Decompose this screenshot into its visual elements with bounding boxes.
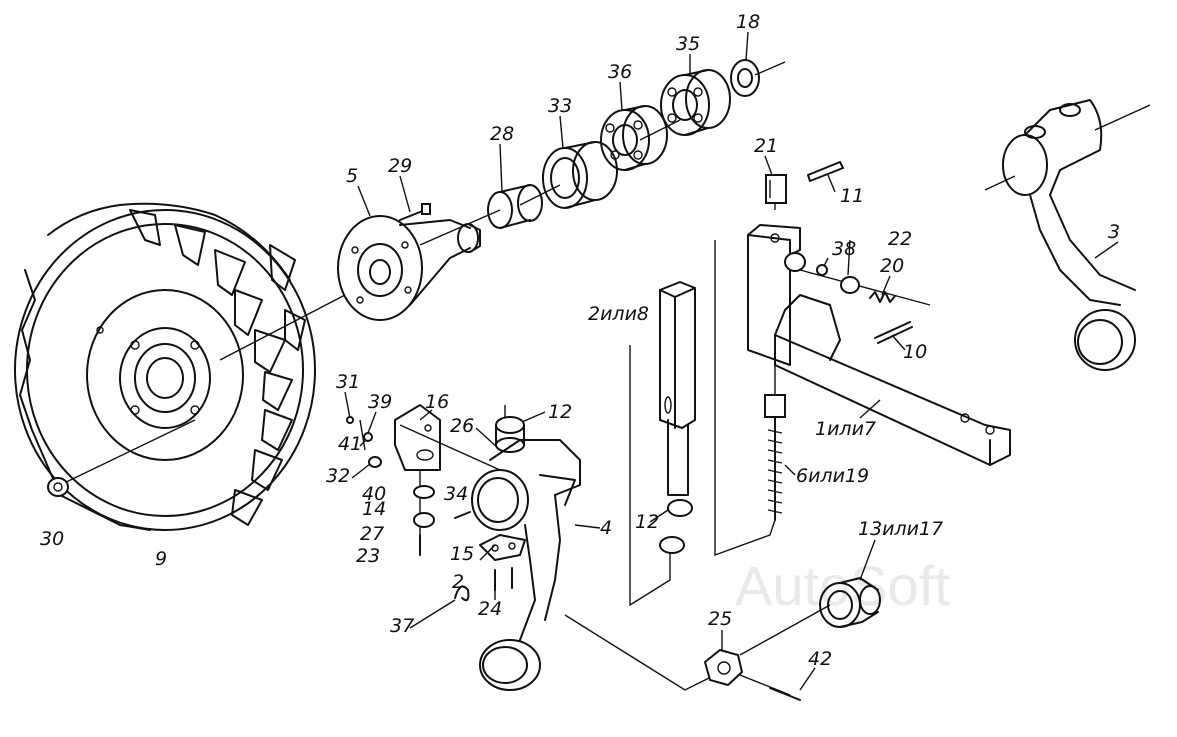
bushing-12-lower <box>659 499 693 554</box>
label-40: 40 <box>362 483 386 505</box>
plate-15 <box>454 534 526 602</box>
label-42: 42 <box>808 648 832 670</box>
label-20: 20 <box>880 255 904 277</box>
part-labels: 18 35 36 33 28 29 5 21 11 22 38 20 3 2ил… <box>40 11 1120 670</box>
label-41: 41 <box>338 433 362 455</box>
label-12b: 12 <box>635 511 659 533</box>
label-2: 2 <box>452 571 464 593</box>
label-13: 13или17 <box>858 518 943 540</box>
label-21: 21 <box>754 135 778 157</box>
label-14: 14 <box>362 498 386 520</box>
bearing-33 <box>542 141 618 209</box>
label-1: 1или7 <box>815 418 876 440</box>
label-22: 22 <box>888 228 912 250</box>
watermark: AutoSoft <box>735 554 950 617</box>
label-16: 16 <box>425 391 449 413</box>
label-36: 36 <box>608 61 632 83</box>
bracket-16 <box>394 404 441 471</box>
swivel-arm-4 <box>471 439 581 691</box>
arm-3 <box>1002 99 1136 371</box>
label-35: 35 <box>676 33 700 55</box>
label-9: 9 <box>155 548 167 570</box>
label-37: 37 <box>390 615 414 637</box>
label-34: 34 <box>444 483 468 505</box>
label-39: 39 <box>368 391 392 413</box>
label-38: 38 <box>832 238 856 260</box>
label-25: 25 <box>708 608 732 630</box>
label-10: 10 <box>903 341 927 363</box>
pin-11 <box>807 161 844 182</box>
label-3: 3 <box>1108 221 1120 243</box>
bolt-6-or-19 <box>764 394 786 521</box>
leader-lines <box>344 31 1119 691</box>
bolt-29 <box>399 203 431 221</box>
label-24: 24 <box>478 598 502 620</box>
label-15: 15 <box>450 543 474 565</box>
label-23: 23 <box>356 545 380 567</box>
label-6: 6или19 <box>796 465 869 487</box>
wheel-tire-9 <box>14 202 316 531</box>
plug-21 <box>765 174 787 204</box>
coupling-13-or-17 <box>819 577 881 628</box>
label-12a: 12 <box>548 401 572 423</box>
wheel-rim <box>86 289 244 461</box>
label-2alt: 2или8 <box>588 303 649 325</box>
label-18: 18 <box>736 11 760 33</box>
label-26: 26 <box>450 415 474 437</box>
label-5: 5 <box>346 165 358 187</box>
label-30: 30 <box>40 528 64 550</box>
label-11: 11 <box>840 185 864 207</box>
label-33: 33 <box>548 95 572 117</box>
label-28: 28 <box>490 123 514 145</box>
fasteners-left <box>346 416 471 556</box>
washer-18 <box>730 59 760 97</box>
detent-parts-38-22-20-10 <box>784 252 913 344</box>
hub-nut-25 <box>703 648 801 701</box>
bearing-36 <box>600 105 668 171</box>
label-4: 4 <box>600 517 612 539</box>
nut-30 <box>47 477 69 497</box>
hub-flange-5 <box>337 215 481 321</box>
spacer-28 <box>487 184 543 229</box>
label-27: 27 <box>360 523 384 545</box>
bearing-35 <box>660 69 731 136</box>
bushing-12-upper <box>495 416 525 453</box>
post-2-or-8 <box>659 281 696 496</box>
label-32: 32 <box>326 465 350 487</box>
label-31: 31 <box>336 371 360 393</box>
label-29: 29 <box>388 155 412 177</box>
